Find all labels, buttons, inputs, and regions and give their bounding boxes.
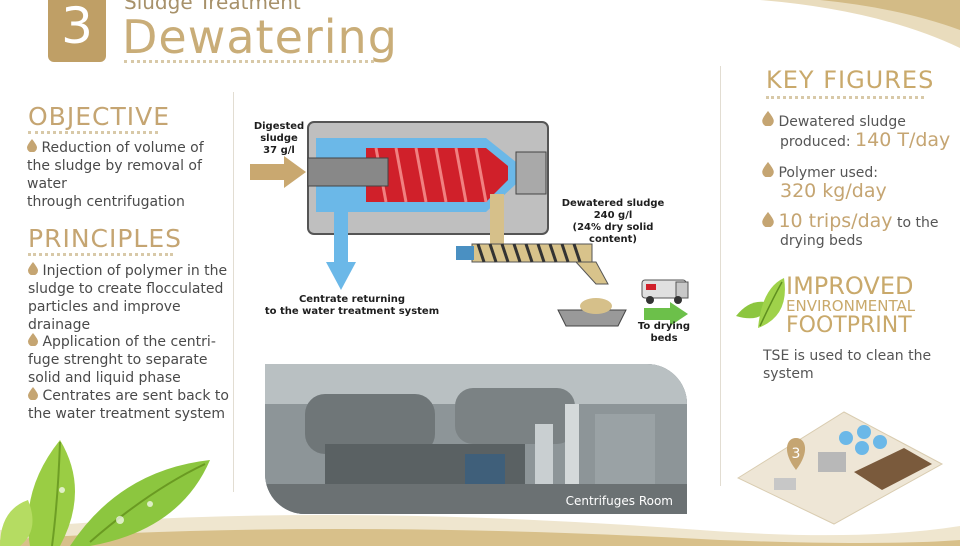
principle-item-3: Centrates are sent back to the water tre… (28, 387, 233, 423)
principle-item-1: Injection of polymer in the sludge to cr… (28, 262, 233, 334)
principle-1-line-2: sludge to create flocculated (28, 281, 224, 297)
map-marker-number: 3 (792, 446, 801, 462)
principle-3-line-1: Centrates are sent back to (42, 388, 229, 404)
principle-1-line-1: Injection of polymer in the (42, 263, 228, 279)
principle-1-line-4: drainage (28, 317, 91, 333)
centrate-line-1: Centrate returning (298, 294, 406, 305)
dewatered-line-1: Dewatered sludge (561, 198, 665, 209)
objective-underline (28, 131, 158, 134)
objective-line-1: Reduction of volume of (41, 140, 204, 156)
objective-line-3: through centrifugation (27, 194, 185, 210)
principle-item-2: Application of the centri- fuge strenght… (28, 333, 233, 387)
key-figures-underline (766, 96, 924, 99)
footprint-line-1: IMPROVED (786, 272, 914, 300)
droplet-icon (762, 212, 774, 227)
input-line-2: sludge (260, 133, 298, 144)
key-figure-1: Dewatered sludge produced: 140 T/day (762, 111, 952, 151)
droplet-icon (762, 111, 774, 126)
centrate-label: Centrate returning to the water treatmen… (262, 294, 442, 318)
principles-title: PRINCIPLES (28, 224, 183, 253)
kf1-line-2: produced: (780, 134, 856, 150)
step-number-badge: 3 (48, 0, 106, 62)
objective-text: Reduction of volume of the sludge by rem… (27, 139, 237, 211)
photo-caption: Centrifuges Room (565, 494, 673, 508)
centrifuge-diagram (250, 121, 689, 327)
footprint-line-3: FOOTPRINT (786, 313, 912, 338)
leaf-icon (736, 278, 785, 328)
centrate-line-2: to the water treatment system (264, 306, 440, 317)
bottom-swoosh (0, 515, 960, 546)
kf3-line-1: to the (892, 215, 939, 231)
drying-beds-label: To drying beds (637, 321, 691, 344)
key-figure-3: 10 trips/day to the drying beds (762, 212, 952, 250)
objective-line-2: the sludge by removal of water (27, 158, 202, 192)
droplet-icon (762, 162, 774, 177)
principle-2-line-2: fuge strenght to separate (28, 352, 208, 368)
centrifuges-photo-image (265, 364, 687, 514)
top-right-swoosh (760, 0, 960, 48)
centrifuges-room-photo: Centrifuges Room (265, 364, 687, 514)
objective-title: OBJECTIVE (28, 102, 170, 131)
footprint-text-line-1: TSE is used to clean the (763, 348, 932, 364)
principle-2-line-1: Application of the centri- (42, 334, 216, 350)
key-figures-title: KEY FIGURES (766, 66, 935, 94)
droplet-icon (28, 333, 38, 346)
input-label: Digested sludge 37 g/l (248, 121, 310, 157)
left-divider (233, 92, 234, 492)
footprint-text-line-2: system (763, 366, 814, 382)
droplet-icon (27, 139, 37, 152)
key-figure-2: Polymer used: 320 kg/day (762, 162, 952, 202)
droplet-icon (28, 387, 38, 400)
kf1-value: 140 T/day (855, 129, 951, 151)
kf3-line-2: drying beds (780, 233, 863, 249)
footprint-line-2: ENVIRONMENTAL (786, 297, 916, 315)
title-underline (124, 60, 374, 63)
input-line-1: Digested (253, 121, 305, 132)
principle-1-line-3: particles and improve (28, 299, 181, 315)
site-map-illustration: 3 (736, 411, 944, 525)
kf2-text: Polymer used: (778, 165, 878, 181)
pretitle: Sludge Treatment (124, 0, 301, 14)
droplet-icon (28, 262, 38, 275)
principles-underline (28, 253, 173, 256)
kf2-value: 320 kg/day (780, 180, 887, 202)
footprint-text: TSE is used to clean the system (763, 347, 953, 383)
right-divider (720, 66, 721, 486)
footprint-title: IMPROVED ENVIRONMENTAL FOOTPRINT (786, 272, 916, 338)
principle-3-line-2: the water treatment system (28, 406, 226, 422)
principle-2-line-3: solid and liquid phase (28, 370, 181, 386)
dewatered-line-2: 240 g/l (593, 210, 633, 221)
input-line-3: 37 g/l (263, 145, 295, 156)
leaves-illustration (0, 440, 210, 546)
dewatered-line-3: (24% dry solid content) (572, 222, 654, 245)
kf1-line-1: Dewatered sludge (778, 114, 906, 130)
page-title: Dewatering (122, 10, 398, 64)
kf3-value: 10 trips/day (778, 210, 893, 232)
dewatered-label: Dewatered sludge 240 g/l (24% dry solid … (548, 198, 678, 246)
